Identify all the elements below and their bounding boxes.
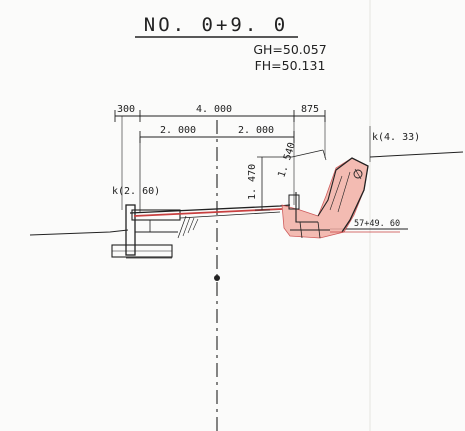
- dim-height-slope: 1. 540: [276, 141, 298, 179]
- dim-half-left: 2. 000: [160, 125, 196, 136]
- dim-total-width: 4. 000: [196, 104, 232, 115]
- centerline-point: [214, 275, 220, 281]
- dim-right-offset: 875: [301, 104, 319, 115]
- right-retaining-wall: [281, 157, 369, 239]
- dim-half-right: 2. 000: [238, 125, 274, 136]
- dim-height-vertical: 1. 470: [247, 164, 258, 200]
- elevation-mark: 57+49. 60: [354, 219, 400, 229]
- slope-dimension-tick: [322, 149, 327, 161]
- section-number: NO. 0+9. 0: [144, 14, 288, 36]
- left-point-label: k(2. 60): [112, 186, 160, 197]
- slope-dimension-top: [291, 149, 324, 158]
- road-base: [179, 211, 281, 219]
- formation-height: FH=50.131: [255, 58, 326, 73]
- right-point-label: k(4. 33): [372, 132, 420, 143]
- road-surface: [129, 204, 291, 214]
- ground-line-right: [369, 151, 464, 158]
- dim-left-offset: 300: [117, 104, 135, 115]
- left-slope-hatch: [177, 215, 199, 239]
- ground-line-left: [29, 229, 129, 236]
- vertical-dimension: [255, 156, 292, 211]
- left-structure: [111, 204, 181, 259]
- ground-height: GH=50.057: [253, 42, 326, 57]
